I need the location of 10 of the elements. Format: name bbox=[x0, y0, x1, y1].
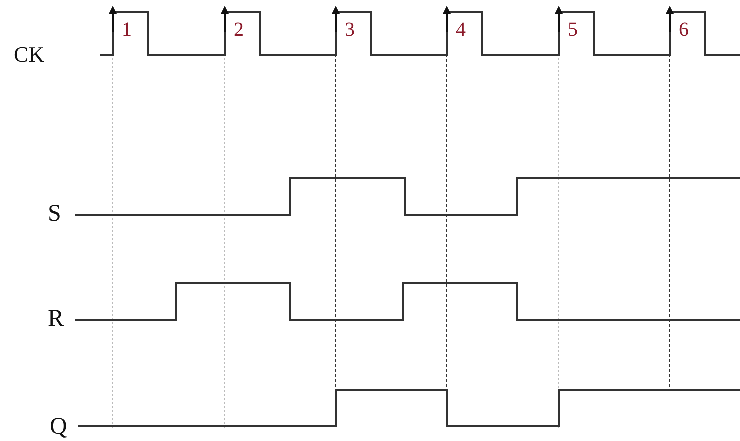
clock-edge-number: 4 bbox=[456, 20, 466, 40]
signal-name: CK bbox=[14, 44, 45, 66]
signal-name: S bbox=[48, 202, 62, 226]
clock-edge-number: 6 bbox=[679, 20, 689, 40]
clock-edge-number: 2 bbox=[234, 20, 244, 40]
clock-edge-number: 1 bbox=[122, 20, 132, 40]
clock-edge-number: 5 bbox=[568, 20, 578, 40]
signal-name: R bbox=[48, 307, 64, 331]
signal-name: Q bbox=[50, 415, 68, 439]
clock-edge-number: 3 bbox=[345, 20, 355, 40]
